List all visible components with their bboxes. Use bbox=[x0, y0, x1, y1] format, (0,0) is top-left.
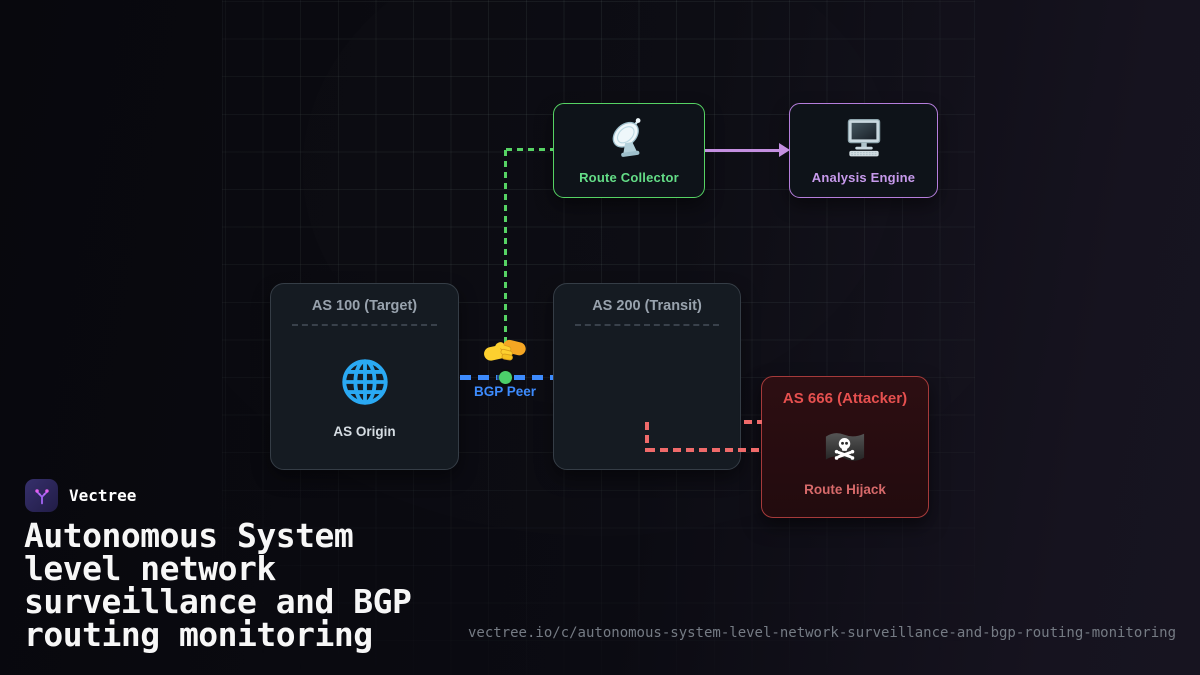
route-collector-node: Route Collector bbox=[553, 103, 705, 198]
divider bbox=[292, 324, 437, 326]
hijack-link-stub bbox=[744, 420, 762, 424]
collector-to-engine-link bbox=[705, 149, 781, 152]
as100-target-node: AS 100 (Target) AS Origin bbox=[270, 283, 459, 470]
collector-tap-link-horizontal bbox=[506, 148, 553, 151]
route-hijack-label: Route Hijack bbox=[804, 481, 886, 497]
globe-icon bbox=[339, 356, 391, 413]
desktop-computer-icon bbox=[842, 116, 886, 165]
route-collector-label: Route Collector bbox=[579, 170, 679, 185]
arrowhead-icon bbox=[779, 143, 790, 157]
hijack-link-vertical bbox=[645, 422, 649, 452]
bgp-peer-label: BGP Peer bbox=[473, 384, 537, 399]
as100-title: AS 100 (Target) bbox=[311, 298, 418, 314]
analysis-engine-label: Analysis Engine bbox=[811, 170, 916, 185]
brand-lockup: Vectree bbox=[25, 479, 136, 512]
as-origin-label: AS Origin bbox=[333, 424, 396, 439]
as666-attacker-node: AS 666 (Attacker) bbox=[761, 376, 929, 518]
analysis-engine-node: Analysis Engine bbox=[789, 103, 938, 198]
peer-dot bbox=[499, 371, 512, 384]
page-title: Autonomous System level network surveill… bbox=[24, 516, 412, 654]
vectree-branch-icon bbox=[25, 479, 58, 512]
pirate-flag-icon bbox=[822, 428, 868, 475]
page-url: vectree.io/c/autonomous-system-level-net… bbox=[467, 625, 1176, 641]
hijack-link-horizontal bbox=[647, 448, 762, 452]
as200-title: AS 200 (Transit) bbox=[592, 298, 702, 314]
collector-tap-link-vertical bbox=[504, 150, 507, 348]
handshake-icon bbox=[481, 329, 529, 382]
divider bbox=[575, 324, 719, 326]
satellite-dish-icon bbox=[607, 116, 651, 165]
brand-name: Vectree bbox=[69, 486, 137, 505]
as666-title: AS 666 (Attacker) bbox=[782, 390, 908, 407]
